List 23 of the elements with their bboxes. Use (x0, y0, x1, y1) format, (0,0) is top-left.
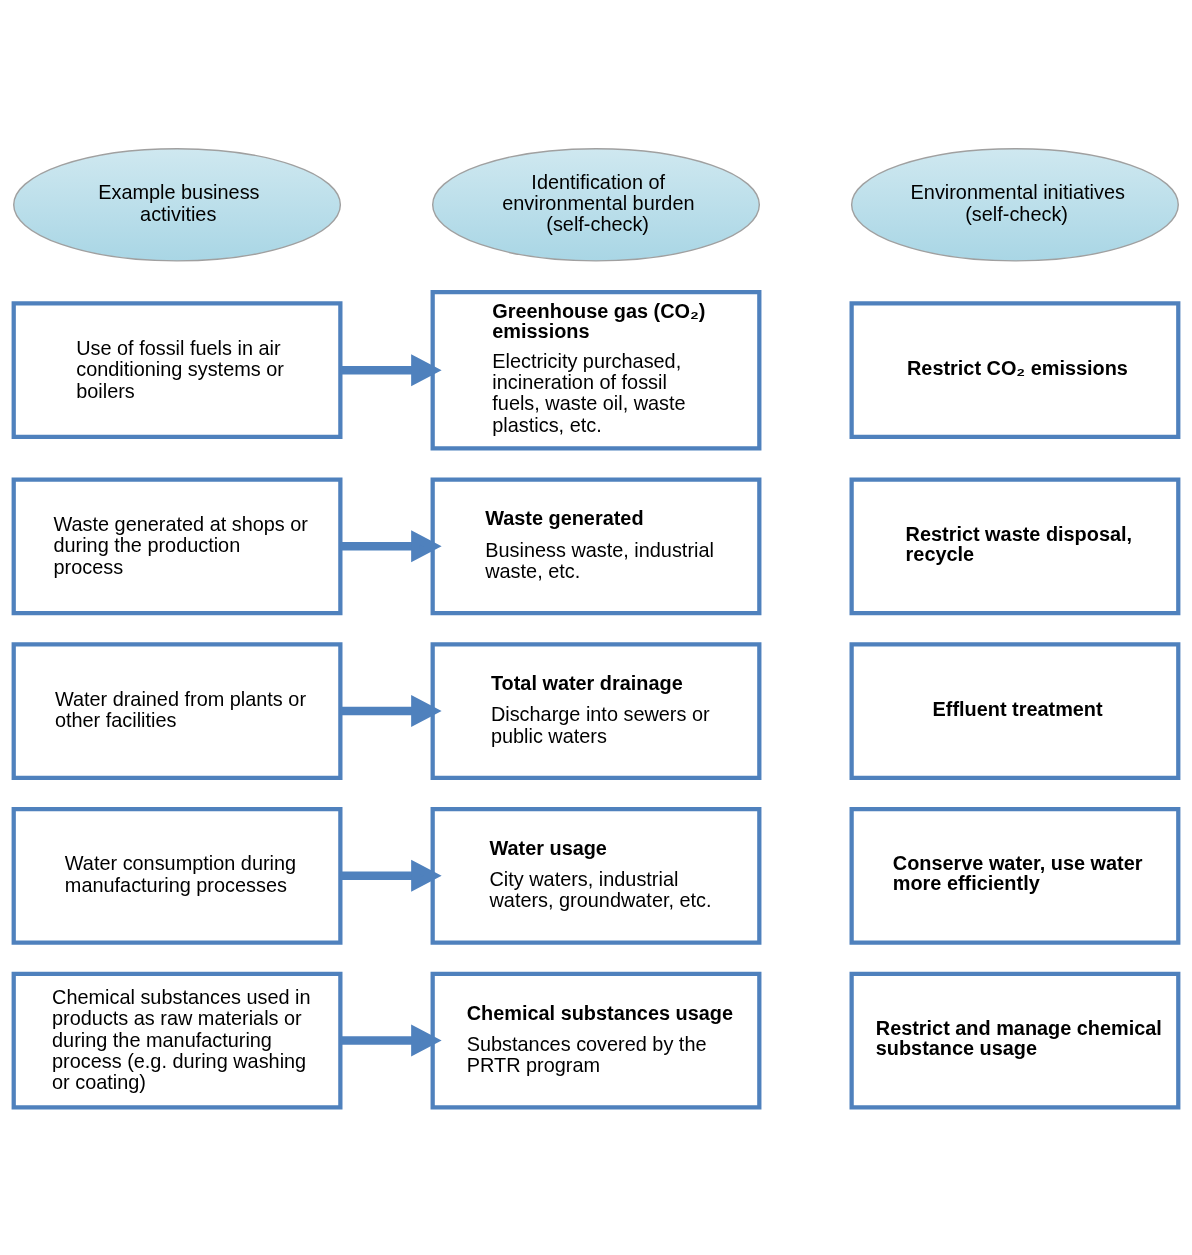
node-box: Effluent treatment (849, 641, 1181, 780)
node-box: Total water drainage Discharge into sewers or public waters (430, 641, 762, 780)
node-ellipse: Identification of environmental burden (self-check) (431, 147, 761, 262)
arrow (340, 529, 442, 562)
arrow (340, 1024, 442, 1057)
node-box: Restrict and manage chemical substance usage (849, 971, 1181, 1109)
node-box: Chemical substances used in products as raw materials or during the manufacturing process (e.g. during washing or coating) (11, 971, 343, 1109)
node-box: Restrict waste disposal, recycle (849, 476, 1181, 615)
node-box: Conserve water, use water more efficiently (849, 806, 1181, 945)
arrow (340, 859, 442, 892)
arrow (340, 353, 442, 386)
node-box: Restrict CO₂ emissions (849, 300, 1181, 439)
node-box: Chemical substances usage Substances covered by the PRTR program (430, 971, 762, 1109)
node-box: Water usage City waters, industrial waters, groundwater, etc. (430, 806, 762, 945)
node-ellipse: Environmental initiatives (self-check) (850, 147, 1179, 262)
arrow (340, 694, 442, 727)
node-box: Water consumption during manufacturing processes (11, 806, 343, 945)
node-ellipse: Example business activities (13, 147, 342, 262)
node-box: Water drained from plants or other facilities (11, 641, 343, 780)
node-box: Waste generated at shops or during the production process (11, 476, 343, 615)
node-box: Use of fossil fuels in air conditioning systems or boilers (11, 300, 343, 439)
node-box: Waste generated Business waste, industrial waste, etc. (430, 476, 762, 615)
node-box: Greenhouse gas (CO₂) emissions Electricity purchased, incineration of fossil fuels, waste oil, waste plastics, etc. (430, 289, 762, 450)
